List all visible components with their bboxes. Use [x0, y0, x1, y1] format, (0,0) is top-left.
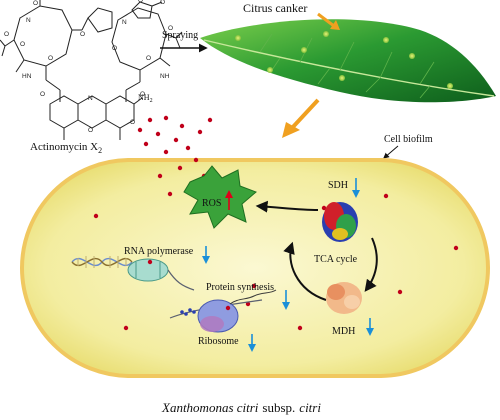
- svg-text:NH2: NH2: [138, 93, 153, 104]
- rna-polymerase-label: RNA polymerase: [124, 246, 194, 257]
- svg-text:O: O: [20, 41, 25, 48]
- protein-synthesis-label: Protein synthesis: [206, 282, 274, 293]
- ros-star: [183, 165, 257, 229]
- citrus-leaf: [200, 19, 496, 103]
- nh2-label: NH2: [138, 93, 153, 104]
- dna-helix: [71, 256, 133, 268]
- svg-text:O: O: [33, 0, 38, 7]
- svg-text:O: O: [112, 45, 117, 52]
- cell-biofilm-label: Cell biofilm: [384, 134, 433, 145]
- canker-spots: [235, 31, 453, 89]
- svg-text:HN: HN: [22, 73, 32, 80]
- rna-polymerase: [127, 258, 195, 291]
- actinomycin-structure: [0, 0, 183, 140]
- mdh-down-arrow: [366, 318, 374, 336]
- svg-text:O: O: [146, 55, 151, 62]
- orange-arrow-canker: [317, 12, 340, 30]
- orange-arrow-down: [282, 98, 320, 138]
- tca-cycle-label: TCA cycle: [314, 254, 358, 265]
- ribosome: [169, 289, 277, 333]
- tca-cycle-arrows: [255, 200, 378, 301]
- svg-text:O: O: [160, 0, 165, 6]
- protein-synthesis-down-arrow: [282, 290, 290, 310]
- biofilm-arrow: [383, 145, 399, 159]
- trna-molecules: [180, 308, 196, 316]
- svg-text:NH: NH: [160, 73, 170, 80]
- spraying-label: Spraying: [162, 30, 198, 41]
- sdh-down-arrow: [352, 178, 360, 198]
- mdh-enzyme: [326, 282, 362, 314]
- sdh-enzyme: [322, 202, 358, 242]
- ros-label: ROS: [202, 198, 221, 209]
- svg-text:O: O: [80, 31, 85, 38]
- structure-atom-labels: O O O N O O O O O N O O HN NH O O N O O: [4, 0, 173, 134]
- ribosome-label: Ribosome: [198, 336, 239, 347]
- svg-text:O: O: [168, 25, 173, 32]
- svg-text:O: O: [88, 127, 93, 134]
- svg-text:O: O: [40, 91, 45, 98]
- svg-text:O: O: [138, 0, 143, 4]
- svg-text:N: N: [88, 95, 93, 102]
- ribosome-down-arrow: [248, 334, 256, 352]
- ros-up-arrow: [225, 190, 233, 210]
- svg-text:N: N: [26, 17, 31, 24]
- sdh-label: SDH: [328, 180, 348, 191]
- svg-text:O: O: [130, 119, 135, 126]
- svg-text:O: O: [4, 31, 9, 38]
- svg-text:O: O: [48, 55, 53, 62]
- rna-polymerase-down-arrow: [202, 246, 210, 264]
- bacterial-cell: [20, 158, 490, 378]
- citrus-canker-label: Citrus canker: [243, 1, 307, 15]
- compound-name: Actinomycin X2: [30, 141, 102, 155]
- mdh-label: MDH: [332, 326, 355, 337]
- svg-text:O: O: [140, 91, 145, 98]
- svg-text:N: N: [122, 19, 127, 26]
